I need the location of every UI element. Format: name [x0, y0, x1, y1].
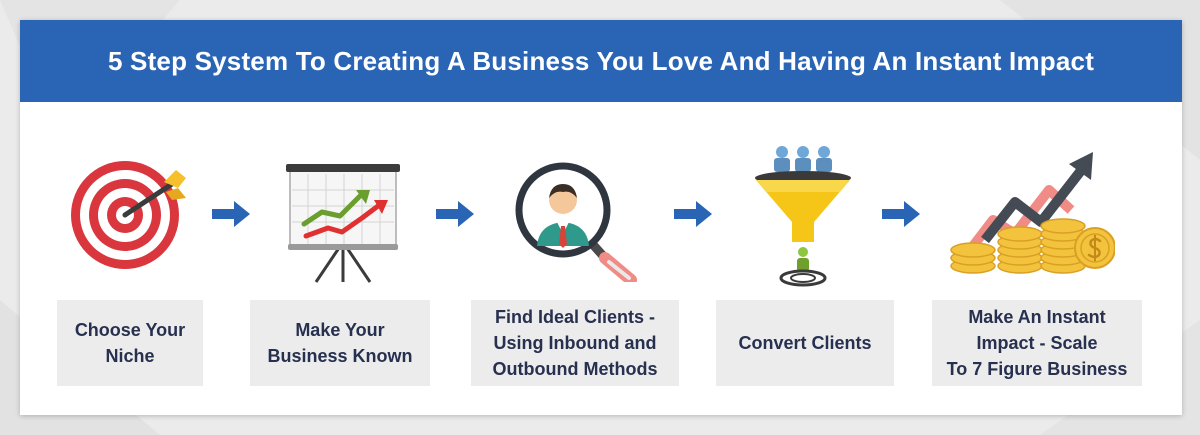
coins-growth-icon: [950, 152, 1115, 274]
flow-arrow-4: [882, 201, 920, 227]
flow-arrow-3: [674, 201, 712, 227]
diagram-title: 5 Step System To Creating A Business You…: [107, 45, 1095, 76]
growth-chart-easel-icon: [286, 164, 400, 283]
step-label-5: Make An Instant Impact - Scale To 7 Figu…: [946, 307, 1128, 379]
step-box-4: Convert Clients: [716, 300, 894, 386]
step-label-3: Find Ideal Clients - Using Inbound and O…: [492, 307, 658, 379]
diagram-card: 5 Step System To Creating A Business You…: [20, 20, 1182, 415]
magnifier-person-icon: [515, 162, 637, 282]
title-banner: 5 Step System To Creating A Business You…: [20, 20, 1182, 102]
step-box-3: Find Ideal Clients - Using Inbound and O…: [471, 300, 679, 386]
step-box-5: Make An Instant Impact - Scale To 7 Figu…: [932, 300, 1142, 386]
step-box-2: Make Your Business Known: [250, 300, 430, 386]
step-label-2: Make Your Business Known: [267, 320, 413, 366]
target-icon: [71, 161, 186, 269]
flow-arrow-1: [212, 201, 250, 227]
step-box-1: Choose Your Niche: [57, 300, 203, 386]
sales-funnel-icon: [755, 146, 851, 287]
step-label-4: Convert Clients: [738, 333, 872, 353]
step-label-1: Choose Your Niche: [74, 320, 186, 366]
flow-arrow-2: [436, 201, 474, 227]
